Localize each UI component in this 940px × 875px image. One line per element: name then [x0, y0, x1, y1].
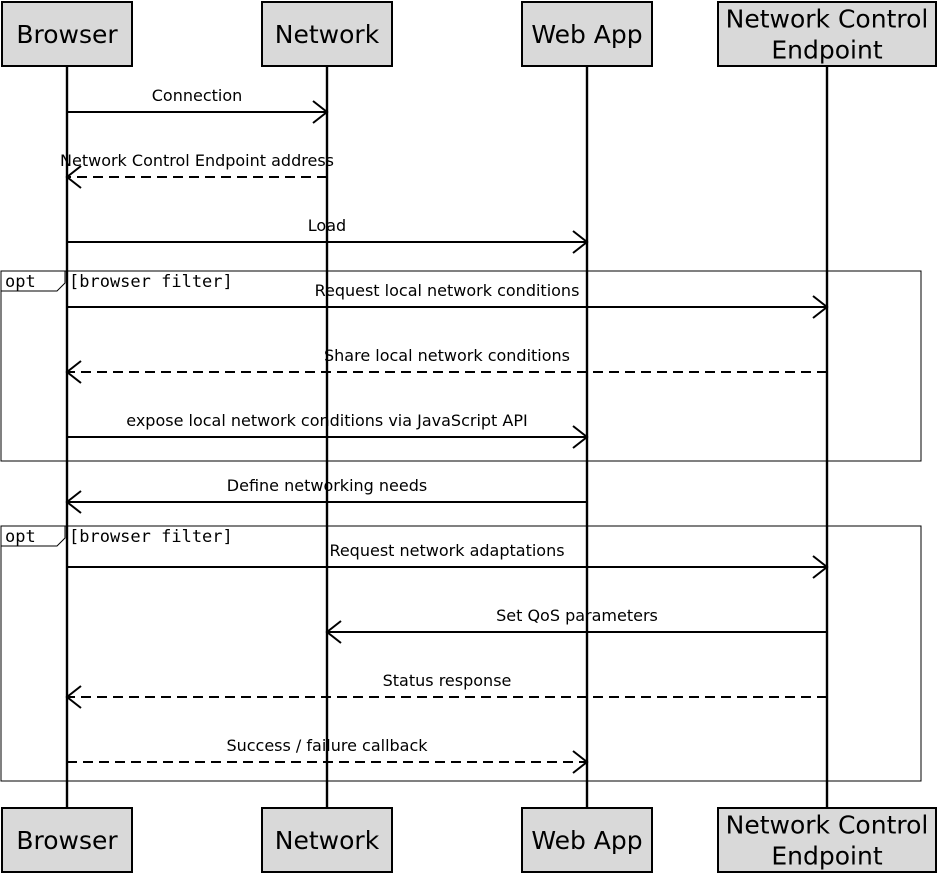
opt-fragment: opt [browser filter]	[0, 525, 922, 782]
webapp-actor-top: Web App	[521, 1, 653, 67]
message-arrow: Network Control Endpoint address	[60, 151, 334, 189]
opt-fragment: opt [browser filter]	[0, 270, 922, 462]
message-label: Connection	[152, 86, 243, 105]
message-label: Status response	[383, 671, 512, 690]
message-arrow: Success / failure callback	[67, 736, 589, 774]
actor-box	[261, 807, 393, 873]
message-arrow: Request network adaptations	[67, 541, 829, 579]
actor-label: Network	[275, 20, 380, 49]
fragment-tab	[0, 270, 66, 292]
arrowhead-icon	[65, 360, 82, 384]
actor-box	[717, 807, 937, 873]
browser-actor-bottom: Browser	[1, 807, 133, 873]
fragment-guard: [browser filter]	[69, 527, 233, 547]
message-arrow: Define networking needs	[65, 476, 587, 514]
arrowhead-icon	[812, 295, 829, 319]
arrowhead-icon	[65, 685, 82, 709]
actor-box	[521, 807, 653, 873]
message-arrow: Connection	[67, 86, 329, 124]
fragment-keyword: opt	[5, 272, 36, 292]
actor-box	[521, 1, 653, 67]
arrowhead-icon	[312, 100, 329, 124]
arrowhead-icon	[572, 750, 589, 774]
message-label: Request network adaptations	[329, 541, 564, 560]
actor-label: Web App	[531, 826, 642, 855]
network-actor-bottom: Network	[261, 807, 393, 873]
actor-label: Browser	[16, 20, 118, 49]
actor-label: Endpoint	[771, 36, 882, 65]
arrowhead-icon	[65, 490, 82, 514]
message-arrow: Set QoS parameters	[325, 606, 827, 644]
message-arrow: Share local network conditions	[65, 346, 827, 384]
message-label: Set QoS parameters	[496, 606, 658, 625]
message-label: Network Control Endpoint address	[60, 151, 334, 170]
message-arrow: Load	[67, 216, 589, 254]
actor-box	[1, 1, 133, 67]
fragment-frame	[0, 270, 922, 462]
actor-label: Network Control	[726, 811, 929, 840]
message-label: Request local network conditions	[315, 281, 580, 300]
message-label: Share local network conditions	[324, 346, 570, 365]
message-arrow: Status response	[65, 671, 827, 709]
actor-label: Endpoint	[771, 842, 882, 871]
arrowhead-icon	[65, 165, 82, 189]
actor-label: Browser	[16, 826, 118, 855]
message-label: expose local network conditions via Java…	[126, 411, 527, 430]
actor-label: Network Control	[726, 5, 929, 34]
message-arrow: expose local network conditions via Java…	[67, 411, 589, 449]
arrowhead-icon	[325, 620, 342, 644]
fragment-frame	[0, 525, 922, 782]
message-label: Load	[308, 216, 346, 235]
actor-label: Web App	[531, 20, 642, 49]
actor-box	[1, 807, 133, 873]
network-actor-top: Network	[261, 1, 393, 67]
fragment-keyword: opt	[5, 527, 36, 547]
arrowhead-icon	[572, 425, 589, 449]
arrowhead-icon	[812, 555, 829, 579]
message-arrow: Request local network conditions	[67, 281, 829, 319]
arrowhead-icon	[572, 230, 589, 254]
message-label: Success / failure callback	[226, 736, 428, 755]
message-label: Define networking needs	[227, 476, 427, 495]
webapp-actor-bottom: Web App	[521, 807, 653, 873]
actor-box	[261, 1, 393, 67]
actor-label: Network	[275, 826, 380, 855]
fragment-guard: [browser filter]	[69, 272, 233, 292]
actor-box	[717, 1, 937, 67]
browser-actor-top: Browser	[1, 1, 133, 67]
fragment-tab	[0, 525, 66, 547]
